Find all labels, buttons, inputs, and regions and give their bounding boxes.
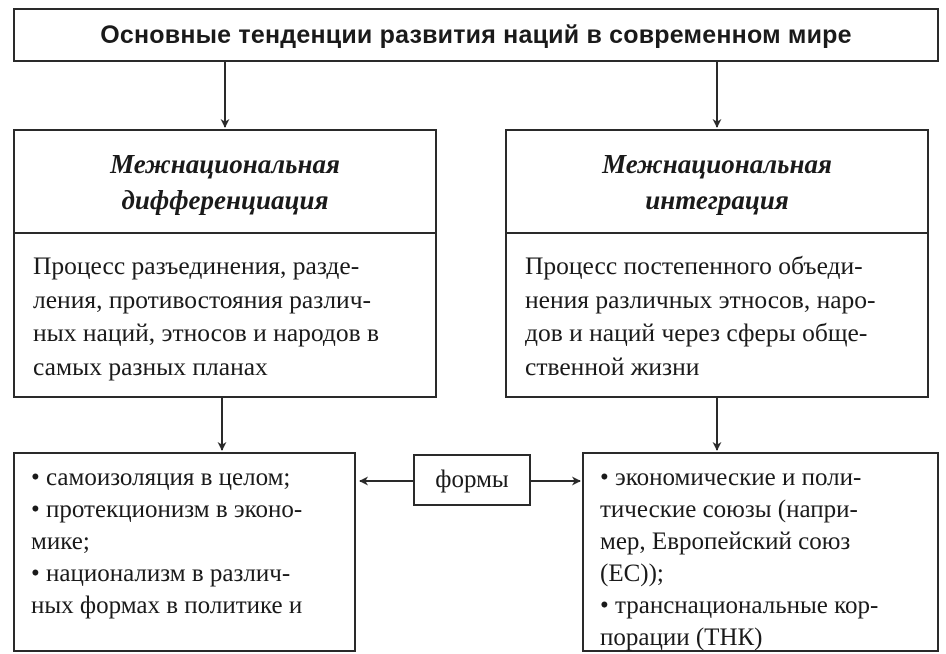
integration-description-box: Процесс постепенного объеди- нения разли…	[505, 232, 929, 398]
differentiation-description-box: Процесс разъединения, разде- ления, прот…	[13, 232, 437, 398]
differentiation-heading: Межнациональная дифференциация	[110, 148, 340, 215]
title-box: Основные тенденции развития наций в совр…	[13, 8, 939, 62]
differentiation-forms-items: • самоизоляция в целом; • протекционизм …	[31, 464, 303, 619]
differentiation-description: Процесс разъединения, разде- ления, прот…	[33, 251, 380, 381]
integration-forms-items: • экономические и поли- тические союзы (…	[600, 464, 879, 651]
integration-description: Процесс постепенного объеди- нения разли…	[525, 251, 876, 381]
forms-box: формы	[413, 454, 531, 506]
diagram-title: Основные тенденции развития наций в совр…	[100, 20, 852, 49]
differentiation-forms-list: • самоизоляция в целом; • протекционизм …	[13, 452, 356, 652]
differentiation-heading-box: Межнациональная дифференциация	[13, 129, 437, 234]
integration-heading-box: Межнациональная интеграция	[505, 129, 929, 234]
integration-heading: Межнациональная интеграция	[602, 148, 832, 215]
forms-label: формы	[435, 466, 509, 493]
integration-forms-list: • экономические и поли- тические союзы (…	[582, 452, 939, 652]
